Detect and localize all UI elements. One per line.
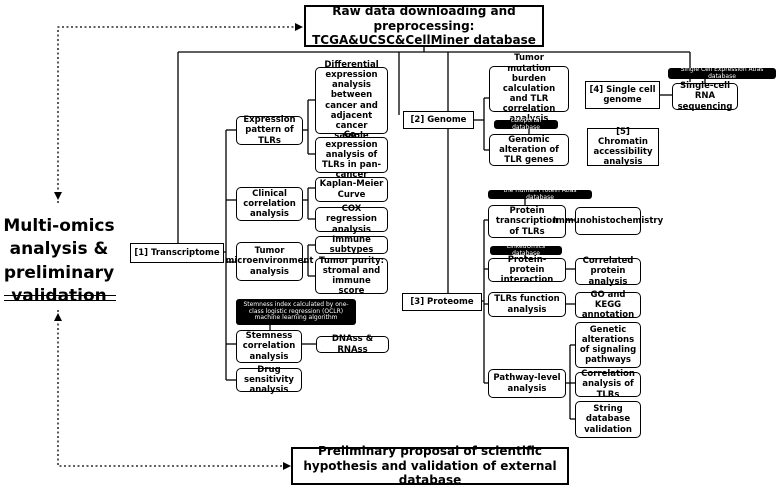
- transcriptome-box: [1] Transcriptome: [130, 243, 224, 263]
- tme-box: Tumor microenvironment analysis: [226, 242, 313, 281]
- single-cell-atlas-tag: Single Cell Expression Atlas database: [668, 66, 776, 79]
- protein-protein-interaction-box: Protein-protein interaction: [488, 255, 566, 285]
- proteome-box: [3] Proteome: [402, 293, 482, 311]
- title-underline: [4, 295, 116, 301]
- stemness-correlation-box: Stemness correlation analysis: [236, 330, 302, 363]
- tumor-purity-box: Tumor purity: stromal and immune score: [315, 256, 388, 296]
- cbioportal-tag: cBioportal database: [494, 117, 558, 130]
- chromatin-box: [5] Chromatin accessibility analysis: [587, 127, 659, 167]
- cox-regression-box: COX regression analysis: [315, 204, 388, 235]
- raw-data-box: Raw data downloading and preprocessing: …: [304, 4, 544, 47]
- single-cell-rna-box: Single-cell RNA sequencing: [672, 81, 738, 112]
- differential-expression-box: Differential expression analysis between…: [315, 60, 388, 141]
- linkedomics-tag: LinkedOmics database: [490, 243, 562, 256]
- pathway-level-box: Pathway-level analysis: [488, 369, 566, 398]
- correlation-tlrs-box: Correlation analysis of TLRs: [575, 369, 641, 400]
- hypothesis-box: Preliminary proposal of scientific hypot…: [291, 444, 569, 487]
- genome-box: [2] Genome: [403, 111, 474, 129]
- immunohistochemistry-box: Immunohistochemistry: [553, 207, 663, 235]
- dnass-rnass-box: DNAss & RNAss: [316, 334, 389, 355]
- hpa-tag: the Human Protein Atlas database: [488, 187, 592, 200]
- string-validation-box: String database validation: [575, 401, 641, 438]
- single-cell-genome-box: [4] Single cell genome: [585, 81, 660, 109]
- coexpression-box: Co-expression analysis of TLRs in pan-ca…: [315, 130, 388, 180]
- main-title: Multi-omics analysis & preliminary valid…: [3, 216, 115, 307]
- clinical-correlation-box: Clinical correlation analysis: [236, 187, 303, 221]
- genomic-alteration-box: Genomic alteration of TLR genes: [489, 134, 569, 166]
- tlrs-function-box: TLRs function analysis: [488, 292, 566, 317]
- correlated-protein-box: Correlated protein analysis: [575, 256, 641, 287]
- drug-sensitivity-box: Drug sensitivity analysis: [236, 365, 302, 395]
- tmb-box: Tumor mutation burden calculation and TL…: [489, 53, 569, 124]
- kaplan-meier-box: Kaplan-Meier Curve: [315, 177, 388, 202]
- immune-subtypes-box: Immune subtypes: [315, 235, 388, 255]
- go-kegg-box: GO and KEGG annotation: [575, 290, 641, 320]
- expression-pattern-box: Expression pattern of TLRs: [236, 115, 303, 146]
- genetic-alterations-box: Genetic alterations of signaling pathway…: [575, 322, 641, 368]
- protein-transcription-box: Protein transcription of TLRs: [488, 205, 566, 238]
- stemness-index-tag: Stemness index calculated by one-class l…: [236, 299, 356, 325]
